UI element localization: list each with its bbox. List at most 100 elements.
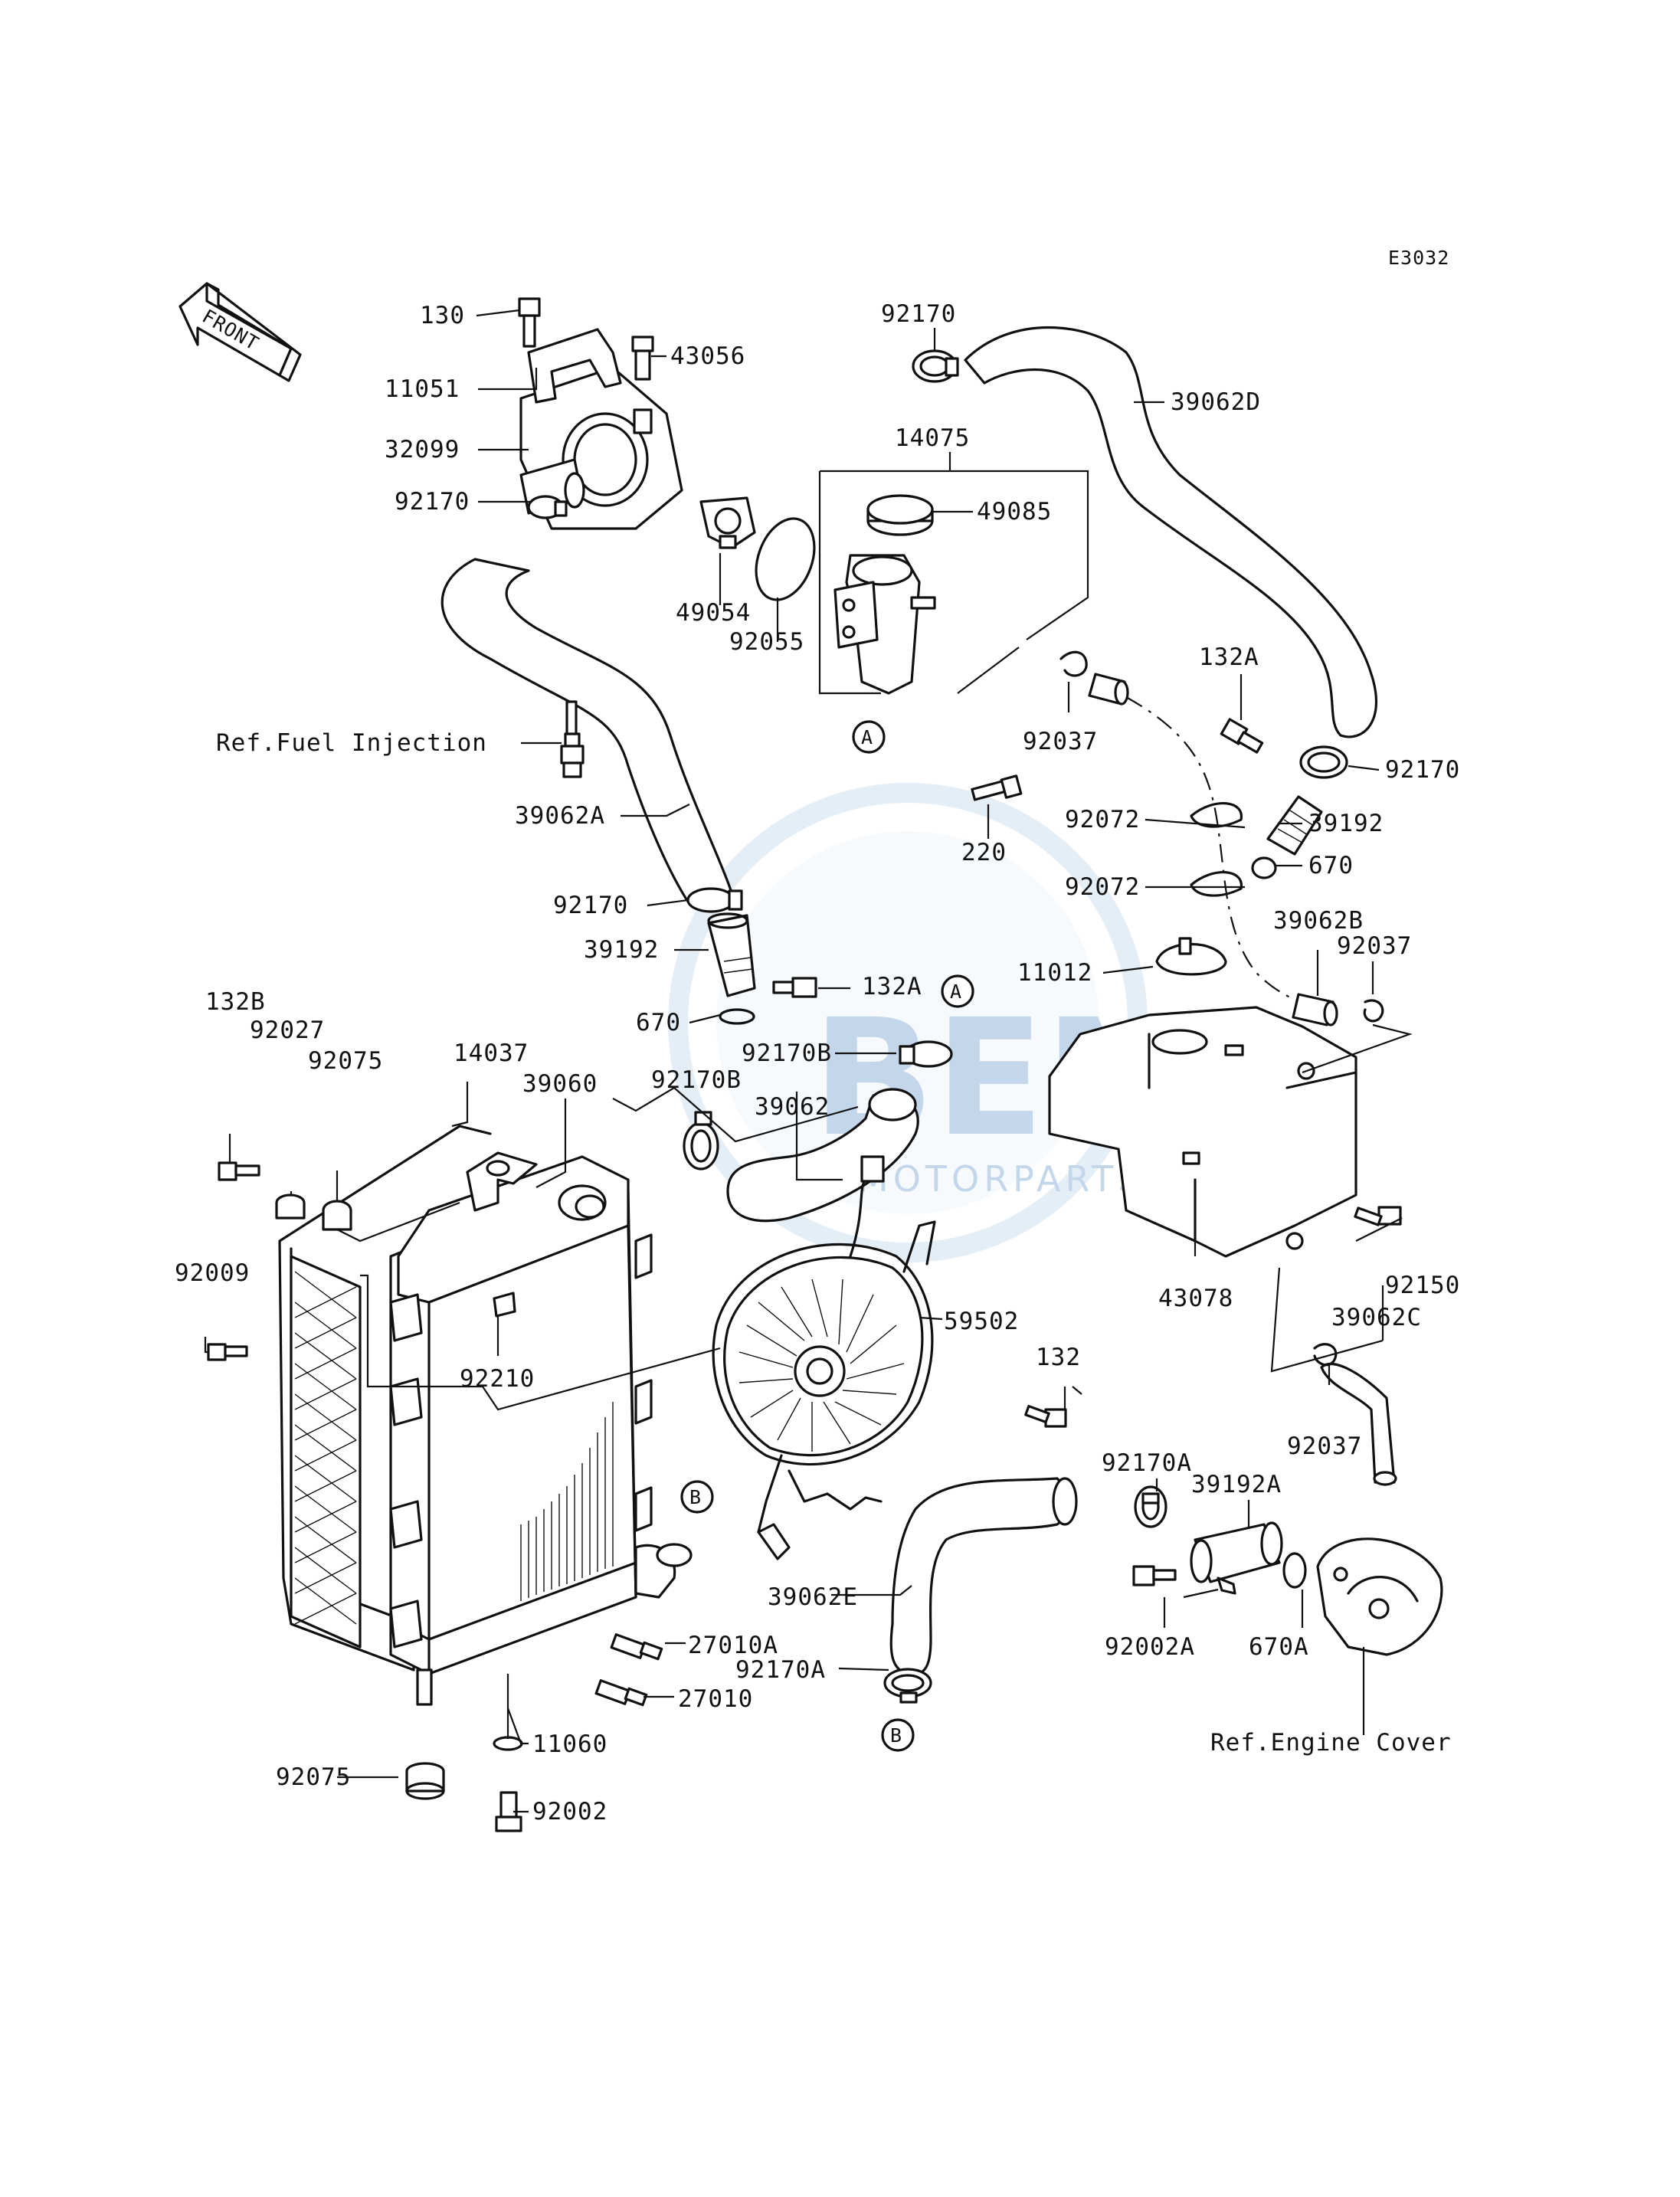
label-11012: 11012 bbox=[1017, 959, 1092, 987]
temp-sensor-fuel-injection bbox=[560, 700, 585, 778]
label-92002a: 92002A bbox=[1105, 1633, 1195, 1661]
fan-assembly-59502 bbox=[712, 1155, 936, 1560]
clamp-92170-top bbox=[912, 349, 959, 383]
label-92055: 92055 bbox=[729, 628, 804, 656]
label-220: 220 bbox=[961, 839, 1007, 866]
hose-39062 bbox=[726, 1092, 919, 1223]
label-49085: 49085 bbox=[977, 498, 1052, 526]
bolt-220 bbox=[971, 774, 1023, 801]
label-92170a-a: 92170A bbox=[1102, 1449, 1192, 1477]
part-labels: 130 11051 43056 32099 92170 39062D 14075… bbox=[175, 300, 1460, 1825]
washer-11060 bbox=[493, 1736, 523, 1751]
clamp-92170b-b bbox=[683, 1111, 719, 1171]
hose-39062e-end bbox=[1052, 1477, 1078, 1526]
label-132a-top: 132A bbox=[1199, 643, 1259, 671]
thermostat-49054 bbox=[699, 496, 756, 549]
engine-cover-part bbox=[1316, 1537, 1443, 1656]
clamp-92170a-b bbox=[883, 1668, 932, 1704]
fan-switch-27010a bbox=[610, 1633, 663, 1661]
hose-piece-upper bbox=[1088, 673, 1129, 706]
hose-39062c-end bbox=[1373, 1471, 1397, 1486]
label-92037-c: 92037 bbox=[1287, 1432, 1362, 1460]
clamp-92170-left bbox=[527, 495, 568, 519]
fan-switch-27010 bbox=[594, 1679, 648, 1707]
label-92170a-b: 92170A bbox=[735, 1656, 826, 1684]
svg-text:A: A bbox=[861, 726, 873, 748]
front-direction-arrow: FRONT bbox=[178, 282, 302, 382]
label-27010: 27010 bbox=[678, 1685, 753, 1713]
label-39062b: 39062B bbox=[1273, 907, 1364, 935]
label-92170-left: 92170 bbox=[395, 488, 470, 516]
bolt-132 bbox=[1024, 1404, 1067, 1428]
label-59502: 59502 bbox=[944, 1308, 1019, 1335]
label-92170b-a: 92170B bbox=[742, 1040, 832, 1067]
label-92150: 92150 bbox=[1385, 1272, 1460, 1299]
label-43078: 43078 bbox=[1158, 1285, 1233, 1312]
bolt-92150 bbox=[1354, 1206, 1402, 1226]
bolt-132a-mid bbox=[772, 977, 817, 998]
label-92037-a: 92037 bbox=[1023, 728, 1098, 755]
bolt-92002 bbox=[495, 1791, 522, 1832]
label-92072-b: 92072 bbox=[1065, 873, 1140, 901]
label-92170b-b: 92170B bbox=[651, 1066, 742, 1094]
bolt-132a-top bbox=[1220, 718, 1264, 754]
hose-39062e bbox=[889, 1477, 1070, 1676]
fitting-43056 bbox=[631, 336, 654, 381]
radiator-39060 bbox=[389, 1151, 693, 1706]
collar-92027 bbox=[275, 1193, 306, 1220]
label-132: 132 bbox=[1036, 1344, 1081, 1371]
leader-lines bbox=[204, 309, 1413, 1813]
label-43056: 43056 bbox=[670, 342, 745, 370]
bolt-92009 bbox=[207, 1343, 248, 1361]
reservoir-cap-11012 bbox=[1155, 937, 1227, 976]
bolt-132b bbox=[218, 1161, 260, 1181]
label-49054: 49054 bbox=[676, 599, 751, 627]
label-92075-bottom: 92075 bbox=[276, 1763, 351, 1791]
filler-group-bracket bbox=[818, 470, 1089, 695]
hose-39062d bbox=[964, 326, 1378, 738]
callout-a-2: A bbox=[941, 974, 974, 1008]
o-ring-670-right bbox=[1251, 856, 1277, 879]
o-ring-670a bbox=[1282, 1552, 1307, 1589]
breather-hose-dashed bbox=[1125, 696, 1318, 1009]
clamp-92170b-a bbox=[899, 1040, 953, 1068]
watermark-subtitle: MOTORPARTS bbox=[858, 1158, 1145, 1200]
bracket-11051 bbox=[527, 328, 622, 404]
label-92075-top: 92075 bbox=[308, 1047, 383, 1075]
label-670-right: 670 bbox=[1308, 852, 1354, 879]
label-11060: 11060 bbox=[532, 1730, 607, 1758]
label-32099: 32099 bbox=[385, 436, 460, 463]
label-132a-mid: 132A bbox=[862, 973, 922, 1000]
label-39062a: 39062A bbox=[515, 802, 605, 830]
clip-92037-b bbox=[1363, 999, 1384, 1023]
diagram-code: E3032 bbox=[1388, 247, 1449, 269]
label-39062e: 39062E bbox=[768, 1583, 858, 1611]
thermostat-housing-32099 bbox=[519, 366, 683, 530]
fitting-39192-right bbox=[1266, 795, 1323, 856]
o-ring-92055 bbox=[755, 517, 816, 601]
label-39192-mid: 39192 bbox=[584, 936, 659, 964]
label-14075: 14075 bbox=[895, 424, 970, 452]
callout-a-1: A bbox=[852, 720, 886, 754]
label-92037-b: 92037 bbox=[1337, 932, 1412, 960]
label-39192-right: 39192 bbox=[1308, 810, 1384, 837]
callout-b-2: B bbox=[881, 1718, 915, 1752]
label-92170-top: 92170 bbox=[881, 300, 956, 328]
clamp-92170-right bbox=[1299, 745, 1348, 779]
label-92009: 92009 bbox=[175, 1259, 250, 1287]
reservoir-tank-43078 bbox=[1048, 1006, 1357, 1258]
grommet-92075-bottom bbox=[405, 1762, 445, 1800]
label-132b: 132B bbox=[205, 988, 266, 1016]
label-11051: 11051 bbox=[385, 375, 460, 403]
label-92170-mid: 92170 bbox=[553, 892, 628, 919]
clip-92037-upper bbox=[1059, 650, 1088, 677]
svg-text:A: A bbox=[950, 981, 962, 1003]
label-27010a: 27010A bbox=[688, 1632, 778, 1659]
radiator-screen bbox=[290, 1255, 362, 1649]
clip-92210 bbox=[493, 1292, 516, 1318]
bolt-92002a bbox=[1132, 1565, 1177, 1586]
callout-b-1: B bbox=[680, 1480, 714, 1514]
fitting-39192a bbox=[1190, 1521, 1283, 1595]
label-39192a: 39192A bbox=[1191, 1471, 1282, 1498]
